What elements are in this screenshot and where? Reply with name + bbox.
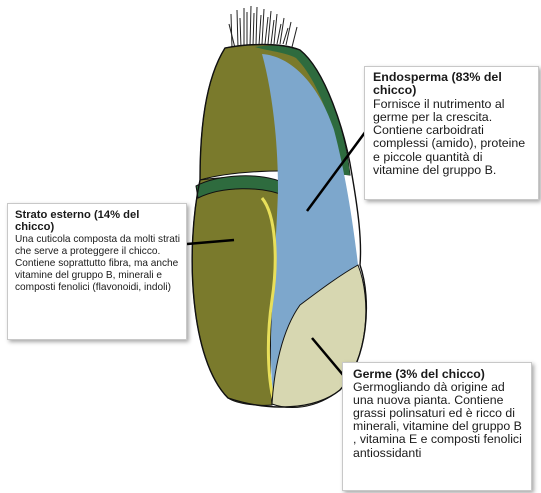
strato-esterno-callout: Strato esterno (14% del chicco) Una cuti… [7, 203, 187, 340]
kernel-brush-hairs [229, 6, 297, 48]
endosperma-description: Fornisce il nutrimento al germe per la c… [373, 98, 532, 178]
endosperma-title: Endosperma (83% del chicco) [373, 71, 532, 98]
endosperma-callout: Endosperma (83% del chicco) Fornisce il … [364, 66, 539, 200]
strato-esterno-title: Strato esterno (14% del chicco) [15, 209, 180, 234]
germe-description: Germogliando dà origine ad una nuova pia… [353, 381, 525, 460]
outer-layer-lower [192, 177, 280, 405]
germe-callout: Germe (3% del chicco) Germogliando dà or… [342, 362, 532, 491]
strato-esterno-description: Una cuticola composta da molti strati ch… [15, 234, 180, 294]
